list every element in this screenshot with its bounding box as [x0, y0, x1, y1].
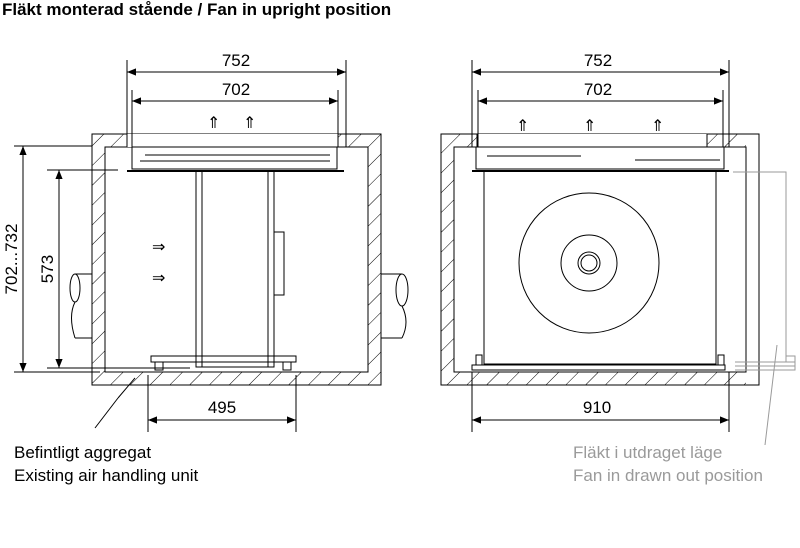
svg-text:⇒: ⇒ [152, 239, 165, 256]
svg-text:⇑: ⇑ [243, 115, 256, 132]
drawing-title: Fläkt monterad stående / Fan in upright … [2, 0, 391, 19]
label-existing-unit-en: Existing air handling unit [14, 466, 199, 485]
dim-left-inner-width: 702 [222, 80, 250, 99]
label-drawn-out-en: Fan in drawn out position [573, 466, 763, 485]
svg-text:⇑: ⇑ [651, 118, 664, 135]
svg-text:⇑: ⇑ [207, 115, 220, 132]
dim-left-base: 495 [208, 398, 236, 417]
dim-left-total-height: 702...732 [2, 224, 21, 295]
label-existing-unit-sv: Befintligt aggregat [14, 443, 151, 462]
dim-right-base: 910 [583, 398, 611, 417]
label-drawn-out-sv: Fläkt i utdraget läge [573, 443, 722, 462]
dim-right-inner-width: 702 [584, 80, 612, 99]
svg-text:⇑: ⇑ [583, 118, 596, 135]
drawn-out-fan-outline [733, 171, 796, 446]
svg-text:⇑: ⇑ [516, 118, 529, 135]
dim-left-inner-height: 573 [38, 255, 57, 283]
dim-right-outer-width: 752 [584, 51, 612, 70]
left-view: ⇒ ⇒ ⇑ ⇑ [14, 60, 409, 432]
svg-text:⇒: ⇒ [152, 270, 165, 287]
dim-left-outer-width: 752 [222, 51, 250, 70]
right-view: ⇑ ⇑ ⇑ [440, 60, 760, 432]
